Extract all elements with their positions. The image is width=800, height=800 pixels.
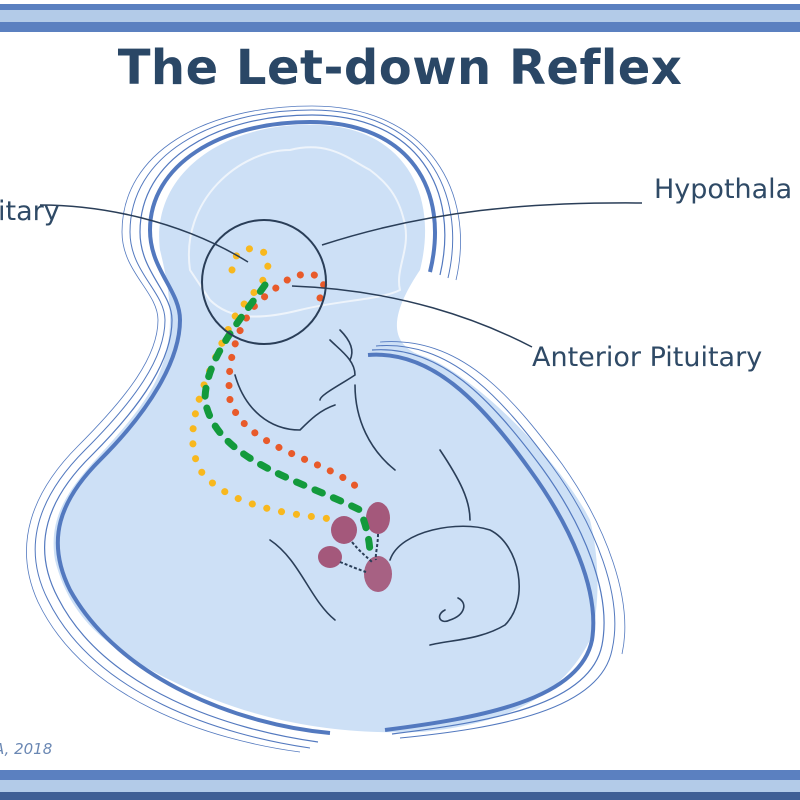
- brain-highlight-circle: [201, 219, 327, 345]
- mother-silhouette: [53, 124, 598, 733]
- credit-text: A, 2018: [0, 740, 53, 758]
- milk-ducts: [339, 533, 379, 573]
- hypothalamus-label: Hypothala: [654, 174, 793, 205]
- bottom-border-dark-1: [0, 770, 800, 780]
- anterior-pituitary-leader: [291, 285, 533, 348]
- bottom-border-light: [0, 780, 800, 792]
- top-border-dark-2: [0, 22, 800, 32]
- bottom-border-dark-2: [0, 792, 800, 800]
- baby-head: [389, 525, 520, 646]
- mammary-glands: [318, 502, 390, 568]
- areola: [364, 556, 392, 592]
- page-title: The Let-down Reflex: [117, 40, 683, 96]
- brain-outline: [187, 146, 407, 318]
- green-pathway: [201, 281, 374, 559]
- mother-arm: [269, 449, 471, 621]
- mother-outline: [26, 105, 626, 753]
- posterior-pituitary-leader: [39, 204, 249, 263]
- yellow-pathway: [189, 245, 344, 524]
- top-border-light: [0, 10, 800, 22]
- anterior-pituitary-label: Anterior Pituitary: [532, 342, 763, 373]
- hypothalamus-leader: [321, 202, 643, 246]
- top-border-dark-1: [0, 4, 800, 10]
- posterior-pituitary-label: itary: [0, 196, 60, 227]
- mother-face: [234, 329, 396, 471]
